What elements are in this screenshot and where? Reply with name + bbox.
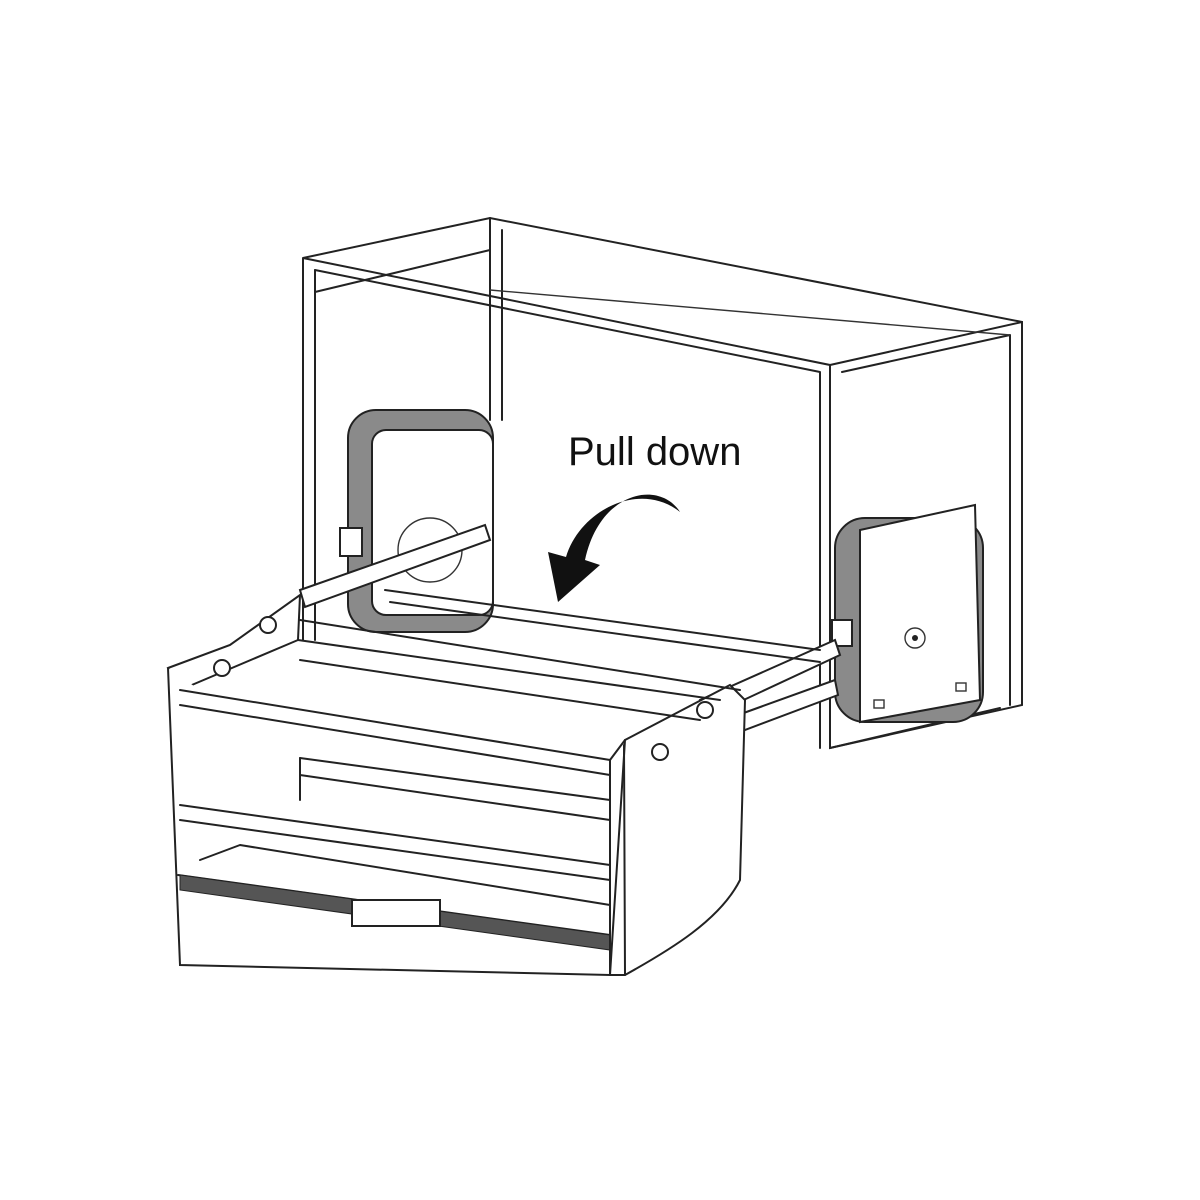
right-lift-mechanism	[831, 503, 984, 724]
pull-down-basket	[166, 592, 747, 977]
left-lift-mechanism	[339, 409, 494, 633]
pull-down-label: Pull down	[568, 430, 742, 474]
pull-down-arrow-icon	[548, 494, 680, 602]
